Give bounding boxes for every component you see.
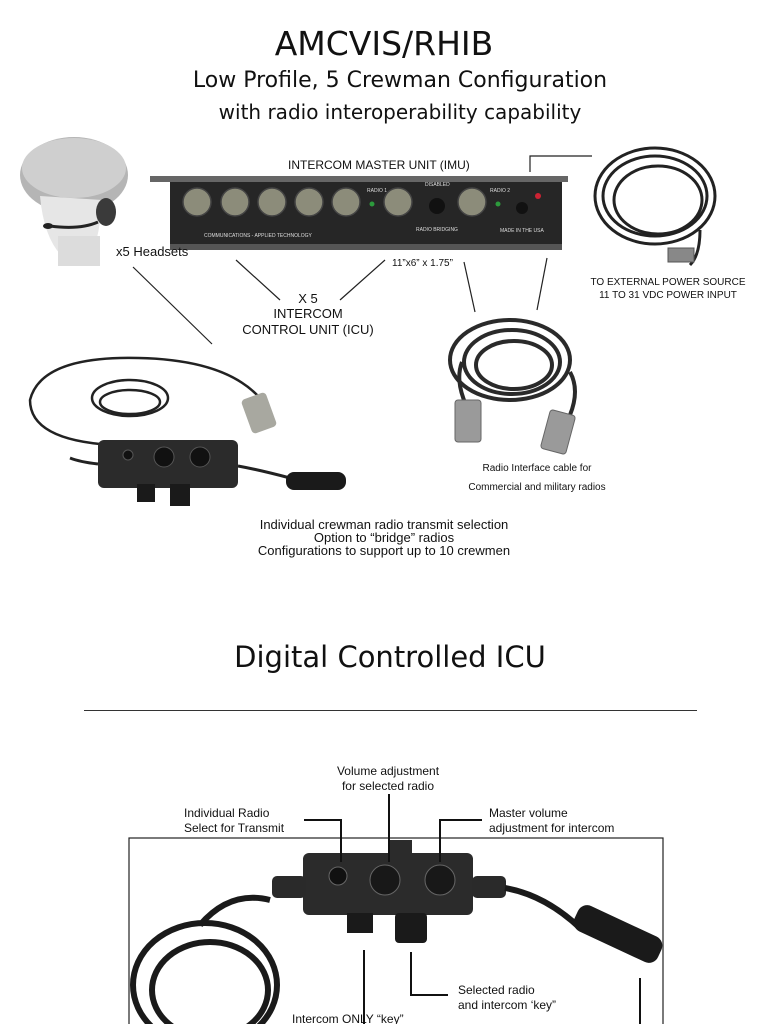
icu-label-count: X 5 — [298, 291, 318, 306]
system-diagram — [20, 137, 717, 506]
power-input-label: 11 TO 31 VDC POWER INPUT — [599, 290, 737, 301]
subtitle-configuration: Low Profile, 5 Crewman Configuration — [192, 68, 608, 93]
icu-device-body — [272, 840, 663, 963]
callout-master-volume-2: adjustment for intercom — [489, 821, 615, 835]
headset-image — [20, 137, 128, 266]
icu-label-control-unit: CONTROL UNIT (ICU) — [242, 322, 374, 337]
callout-volume-radio-2: for selected radio — [341, 779, 435, 793]
callout-intercom-only-key: Intercom ONLY “key” — [292, 1012, 404, 1024]
callout-radio-select-2: Select for Transmit — [184, 821, 285, 835]
icu-image-top — [28, 356, 346, 506]
callout-selected-key-1: Selected radio — [458, 983, 535, 997]
headsets-label: x5 Headsets — [116, 244, 189, 259]
imu-radio2-label: RADIO 2 — [490, 188, 511, 194]
radio-cable-label-1: Radio Interface cable for — [482, 463, 592, 474]
radio-cable-label-2: Commercial and military radios — [468, 482, 606, 493]
icu-photo-frame — [128, 837, 664, 1024]
imu-dimensions: 11”x6” x 1.75” — [392, 258, 453, 269]
imu-radio-bridging-label: RADIO BRIDGING — [416, 227, 458, 233]
imu-radio1-label: RADIO 1 — [367, 188, 388, 194]
feature-bridge-radios: Option to “bridge” radios — [313, 530, 455, 545]
power-source-label: TO EXTERNAL POWER SOURCE — [590, 277, 746, 288]
feature-crewmen-support: Configurations to support up to 10 crewm… — [257, 543, 511, 558]
icu-callout-lines — [304, 794, 641, 1024]
section-divider — [84, 710, 697, 711]
radio-interface-cable-image — [448, 318, 577, 455]
imu-brand-label: COMMUNICATIONS - APPLIED TECHNOLOGY — [204, 233, 312, 239]
feature-transmit-selection: Individual crewman radio transmit select… — [259, 517, 509, 532]
section-title-digital-icu: Digital Controlled ICU — [234, 640, 546, 674]
imu-heading: INTERCOM MASTER UNIT (IMU) — [288, 158, 470, 172]
page-title: AMCVIS/RHIB — [274, 24, 494, 63]
callout-volume-radio-1: Volume adjustment — [336, 764, 440, 778]
callout-selected-key-2: and intercom ‘key” — [458, 998, 557, 1012]
icu-coiled-cable — [130, 894, 280, 1024]
imu-device — [150, 176, 568, 250]
leader-lines — [132, 155, 592, 345]
subtitle-interoperability: with radio interoperability capability — [218, 100, 582, 124]
callout-radio-select-1: Individual Radio — [184, 806, 270, 820]
imu-disabled-label: DISABLED — [425, 182, 450, 188]
imu-made-in-usa: MADE IN THE USA — [500, 228, 544, 234]
power-cable-image — [593, 146, 717, 267]
icu-label-intercom: INTERCOM — [273, 306, 343, 321]
callout-master-volume-1: Master volume — [489, 806, 568, 820]
